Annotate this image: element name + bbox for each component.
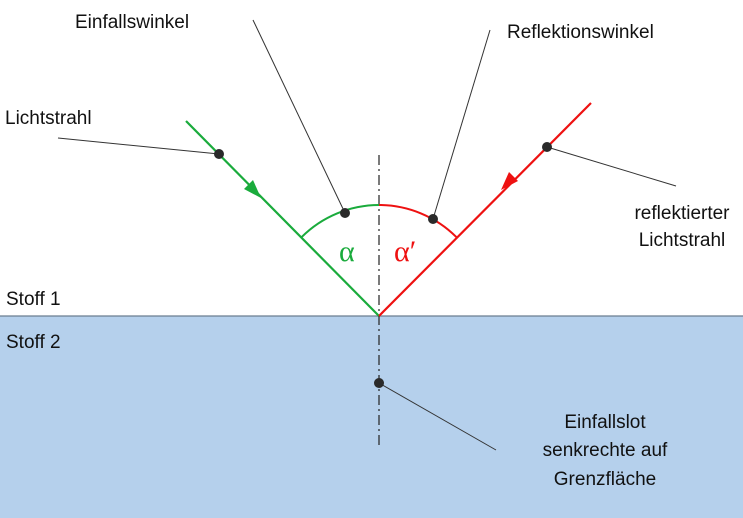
reflected-ray [378, 102, 592, 317]
reflected-ray-label-line2: Lichtstrahl [639, 230, 726, 251]
reflected-ray-arrowhead [501, 172, 518, 190]
leader-reflected-ray [546, 146, 677, 187]
normal-label-line3: Grenzfläche [554, 469, 656, 490]
dot-incidence-angle [340, 208, 350, 218]
reflection-angle-arc [378, 204, 458, 238]
reflection-angle-label: Reflektionswinkel [507, 22, 654, 43]
dot-reflection-angle [428, 214, 438, 224]
incident-ray-arrowhead [244, 180, 261, 198]
normal-label-line1: Einfallslot [564, 412, 646, 433]
incident-ray [185, 120, 380, 317]
alpha-label: α [339, 235, 355, 268]
leader-normal [378, 382, 497, 451]
incidence-angle-arc [300, 204, 380, 238]
leader-reflection-angle [432, 29, 491, 220]
medium2-region [0, 316, 743, 518]
leader-incidence-angle [252, 19, 346, 214]
light-ray-label: Lichtstrahl [5, 108, 92, 129]
dot-light-ray [214, 149, 224, 159]
leader-light-ray [57, 137, 220, 155]
dot-reflected-ray [542, 142, 552, 152]
normal-label-line2: senkrechte auf [543, 440, 668, 461]
incidence-angle-label: Einfallswinkel [75, 12, 189, 33]
medium1-label: Stoff 1 [6, 289, 61, 310]
medium2-label: Stoff 2 [6, 332, 61, 353]
alpha-prime-label: α′ [394, 235, 416, 268]
reflected-ray-label-line1: reflektierter [634, 203, 730, 224]
dot-normal [374, 378, 384, 388]
